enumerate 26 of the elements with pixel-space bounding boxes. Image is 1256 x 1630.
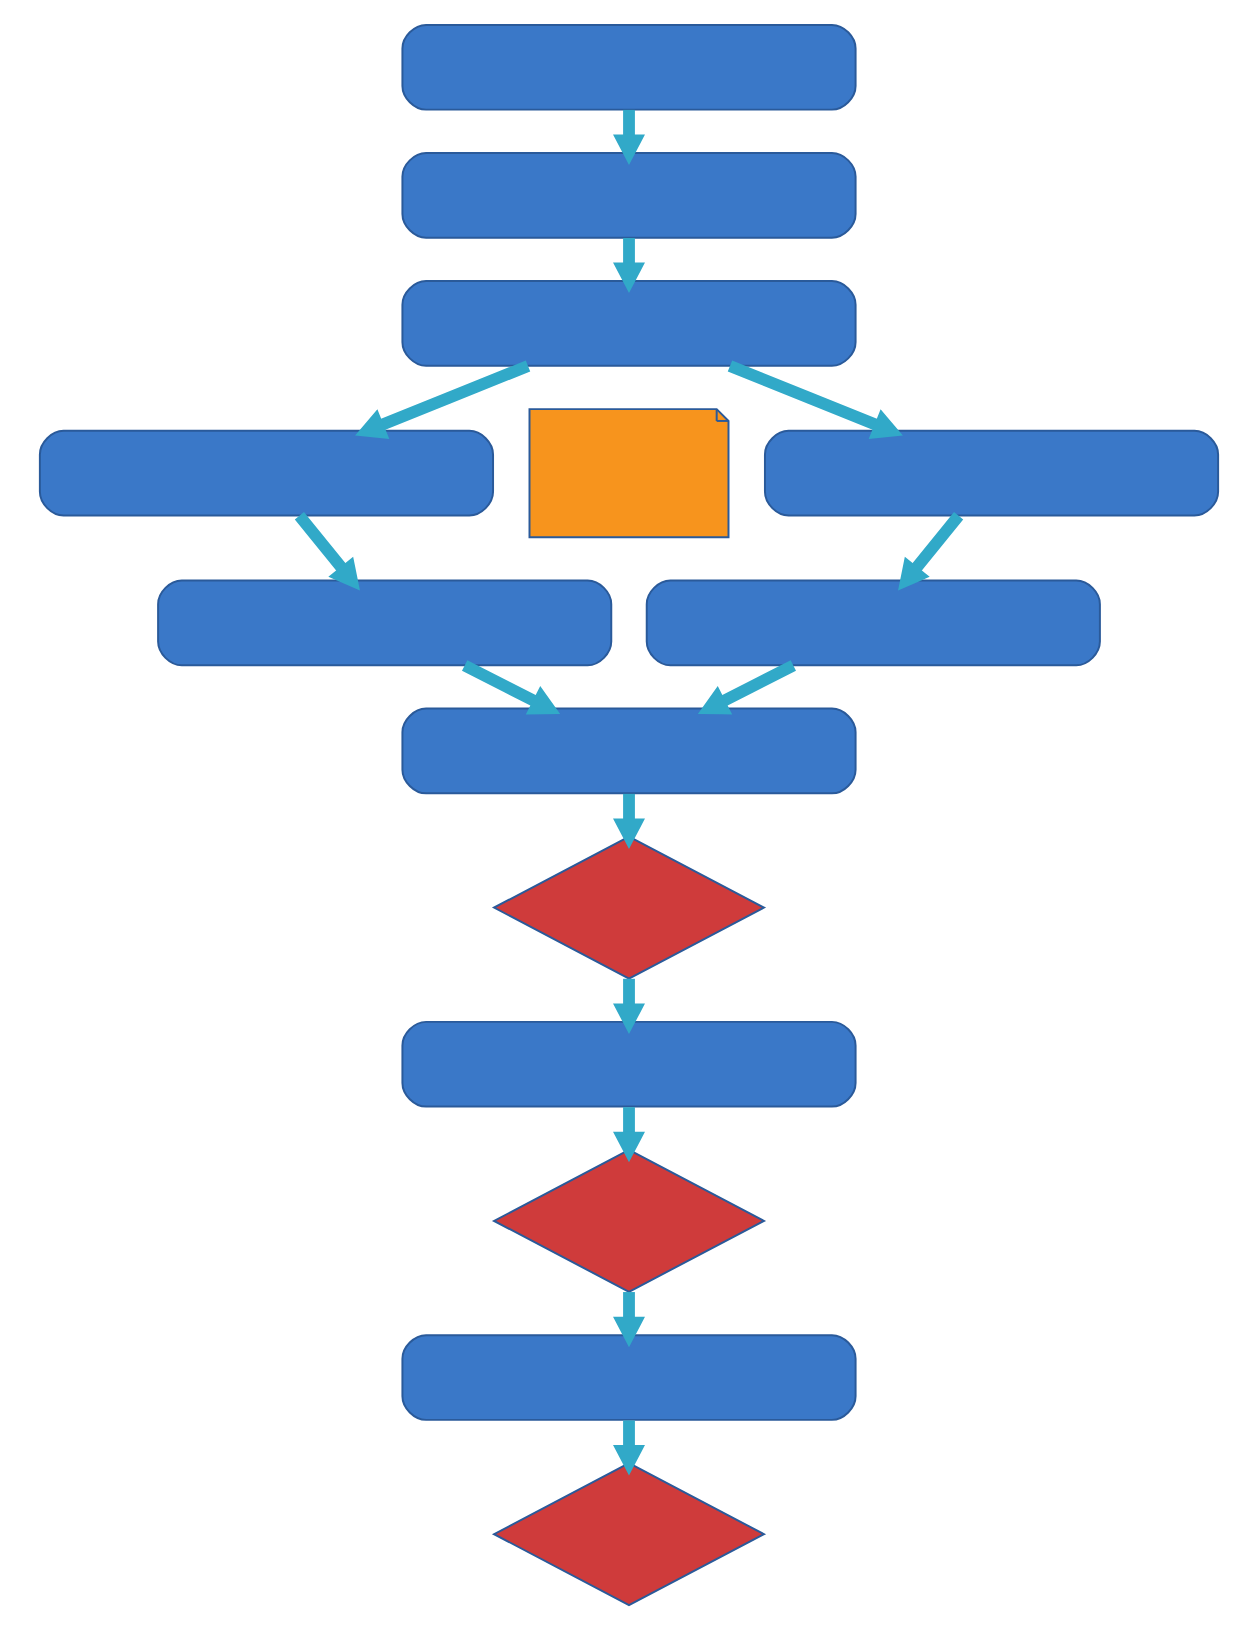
node-diamond (490, 835, 766, 980)
node-box (37, 429, 494, 517)
node-box (400, 280, 856, 367)
node-box (400, 23, 856, 111)
arrow (897, 512, 963, 591)
arrow (612, 237, 644, 293)
node-box (762, 429, 1219, 517)
node-box (400, 1334, 856, 1421)
node-box (400, 152, 856, 239)
arrow (696, 660, 795, 715)
arrow (612, 1107, 644, 1163)
arrow (612, 793, 644, 849)
node-box (400, 707, 856, 795)
node-box (400, 1020, 856, 1108)
arrow (293, 512, 359, 591)
arrow (612, 1420, 644, 1476)
arrow (612, 1292, 644, 1348)
arrow (354, 360, 530, 439)
node-box (644, 579, 1100, 667)
arrow (612, 978, 644, 1034)
node-diamond (490, 1462, 766, 1607)
arrow (612, 109, 644, 165)
node-box (156, 579, 612, 667)
arrow (726, 360, 902, 439)
arrow (461, 660, 560, 715)
node-diamond (490, 1148, 766, 1293)
